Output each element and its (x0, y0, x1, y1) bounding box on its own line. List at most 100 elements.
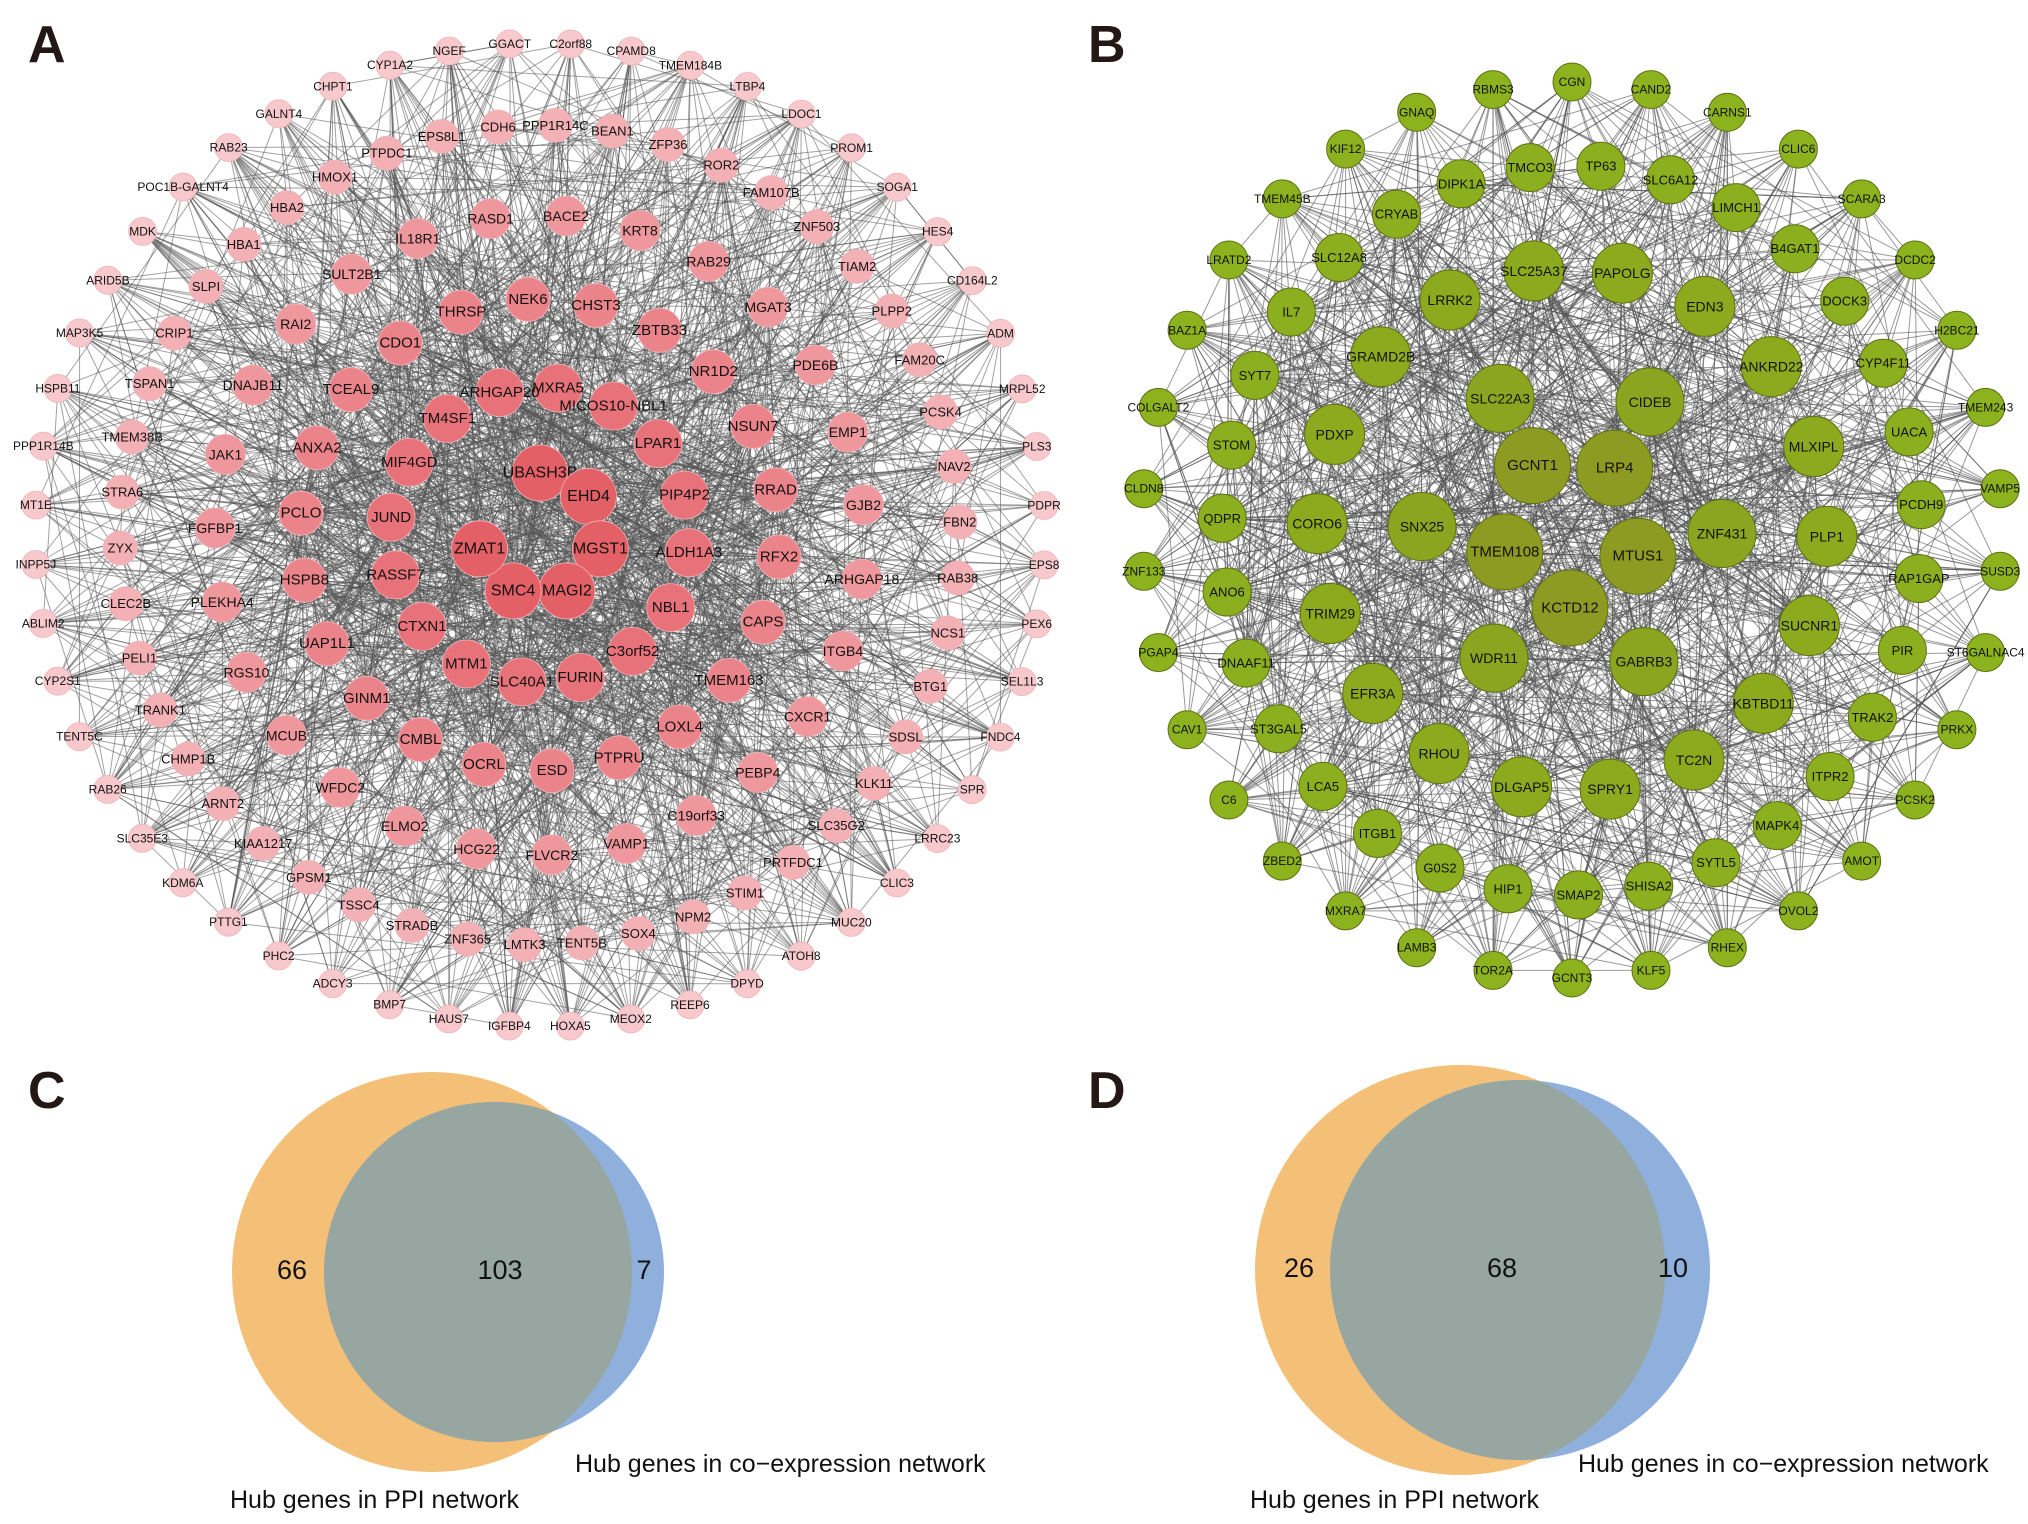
network-edge (1693, 652, 1986, 761)
network-edge (35, 186, 184, 506)
network-edge (1322, 551, 1506, 787)
node-label: FGFBP1 (188, 520, 243, 536)
node-label: TP63 (1585, 159, 1616, 174)
node-zbed2: ZBED2 (1262, 841, 1302, 881)
node-label: G0S2 (1423, 861, 1456, 876)
node-ncs1: NCS1 (930, 615, 966, 651)
network-edge (228, 147, 419, 239)
node-label: HMOX1 (312, 170, 358, 185)
network-edge (1281, 311, 1292, 862)
network-edge (762, 621, 948, 634)
node-circle (690, 349, 736, 395)
network-edge (720, 164, 1045, 566)
node-circle (1646, 155, 1695, 205)
network-edge (107, 788, 450, 1020)
node-sox4: SOX4 (621, 916, 656, 951)
node-label: LOXL4 (656, 718, 703, 735)
node-circle (1387, 492, 1457, 561)
node-uaca: UACA (1884, 407, 1934, 457)
network-edge (771, 192, 938, 233)
network-edge (1643, 431, 1910, 662)
node-circle (1491, 756, 1553, 818)
network-edge (1416, 112, 1506, 553)
network-edge (350, 389, 500, 393)
node-label: CLEC2B (101, 596, 152, 611)
node-label: MDK (129, 224, 156, 238)
network-edge (1231, 445, 1247, 664)
node-circle (1299, 583, 1361, 644)
network-edge (182, 186, 559, 389)
network-edge (1460, 183, 1916, 261)
node-label: SOX4 (621, 926, 656, 941)
node-label: ZBED2 (1263, 854, 1302, 868)
network-edge (483, 764, 627, 844)
node-amot: AMOT (1842, 841, 1882, 881)
network-edge (399, 342, 467, 665)
node-label: SCARA3 (1838, 192, 1886, 206)
node-circle (168, 172, 198, 202)
node-anxa2: ANXA2 (292, 425, 342, 471)
node-label: GINM1 (343, 690, 391, 707)
node-circle (1980, 551, 2020, 591)
network-edge (1157, 213, 1397, 653)
node-label: CHPT1 (313, 79, 353, 93)
network-edge (1507, 504, 1922, 890)
node-circle (1138, 387, 1178, 427)
node-label: BACE2 (543, 208, 589, 224)
node-circle (1473, 70, 1513, 110)
network-edge (1246, 657, 1495, 664)
node-label: KRT8 (622, 223, 658, 239)
network-edge (905, 681, 1023, 738)
network-edge (1245, 398, 1501, 664)
node-label: REEP6 (670, 998, 710, 1012)
node-crip1: CRIP1 (155, 315, 194, 351)
node-elmo2: ELMO2 (381, 805, 429, 847)
node-bace2: BACE2 (543, 195, 589, 237)
node-label: ADCY3 (313, 977, 353, 991)
node-cand2: CAND2 (1631, 70, 1672, 110)
node-circle (1415, 843, 1465, 893)
node-arid5b: ARID5B (86, 265, 130, 295)
node-label: PEX6 (1021, 617, 1052, 631)
node-label: UBASH3B (503, 465, 578, 482)
network-edge (441, 136, 514, 591)
network-edge (814, 147, 853, 366)
node-circle (646, 583, 696, 632)
node-lrp4: LRP4 (1576, 429, 1654, 507)
node-label: PIR (1892, 643, 1914, 658)
node-rbms3: RBMS3 (1472, 70, 1514, 110)
node-label: RASD1 (467, 211, 514, 227)
network-edge (446, 418, 568, 592)
node-label: CRYAB (1375, 207, 1419, 222)
node-mdk: MDK (128, 216, 158, 246)
network-edge (667, 144, 818, 228)
node-pclo: PCLO (278, 490, 324, 536)
network-edge (792, 333, 1002, 863)
node-label: GCNT1 (1507, 457, 1558, 474)
node-cyp4f11: CYP4F11 (1856, 338, 1911, 388)
network-edge (1614, 467, 1873, 718)
node-circle (328, 367, 374, 413)
network-edge (1231, 272, 1623, 446)
node-circle (245, 826, 281, 861)
node-gcnt1: GCNT1 (1494, 427, 1571, 505)
node-label: PCDH9 (1899, 497, 1943, 512)
node-znf365: ZNF365 (444, 921, 491, 957)
node-label: HBA2 (270, 200, 304, 215)
node-dipk1a: DIPK1A (1436, 159, 1486, 209)
node-label: RBMS3 (1472, 83, 1514, 97)
node-cdh6: CDH6 (480, 109, 516, 145)
network-edge (498, 126, 669, 145)
node-label: SLC35G2 (808, 818, 865, 833)
node-circle (1531, 569, 1609, 647)
node-b4gat1: B4GAT1 (1770, 224, 1820, 274)
node-rab38: RAB38 (937, 560, 978, 596)
node-atoh8: ATOH8 (782, 941, 821, 971)
node-circle (660, 470, 709, 520)
node-rai2: RAI2 (275, 303, 317, 345)
network-edge (632, 443, 659, 652)
panel-letter-b: B (1088, 16, 1126, 74)
network-edge (57, 147, 230, 389)
node-label: CAND2 (1631, 83, 1672, 97)
network-edge (243, 244, 318, 448)
